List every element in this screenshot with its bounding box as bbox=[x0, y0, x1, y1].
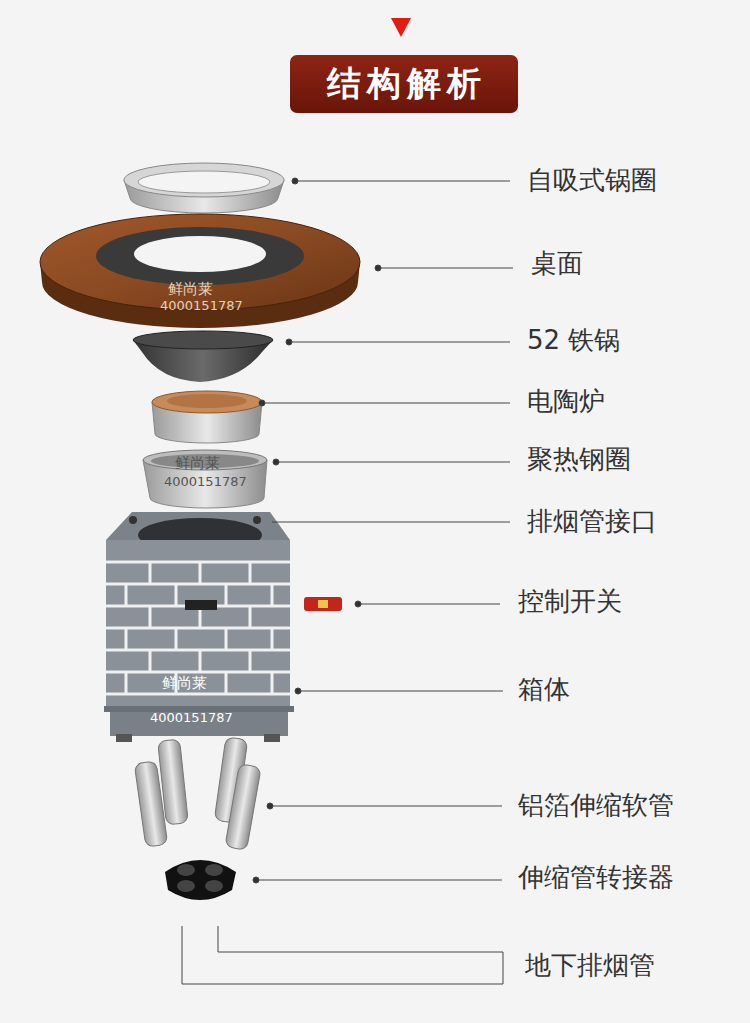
cabinet-box bbox=[104, 512, 294, 742]
watermark: 鲜尚莱 bbox=[168, 280, 213, 298]
table-top bbox=[40, 214, 360, 328]
watermark: 鲜尚莱 bbox=[175, 454, 220, 472]
part-label: 箱体 bbox=[518, 674, 570, 705]
control-switch bbox=[304, 597, 342, 611]
watermark: 4000151787 bbox=[164, 474, 247, 490]
title-text: 结构解析 bbox=[327, 63, 487, 104]
hose-adapter bbox=[165, 860, 236, 900]
watermark: 鲜尚莱 bbox=[162, 674, 207, 692]
pot-ring bbox=[124, 163, 284, 213]
part-label: 伸缩管转接器 bbox=[518, 862, 674, 893]
pointer-triangle bbox=[391, 18, 411, 37]
watermark: 4000151787 bbox=[150, 710, 233, 726]
watermark: 4000151787 bbox=[160, 298, 243, 314]
part-label: 控制开关 bbox=[518, 586, 622, 617]
part-label: 52 铁锅 bbox=[527, 325, 620, 356]
ceramic-cooker bbox=[152, 391, 262, 443]
title-banner bbox=[290, 55, 518, 113]
part-label: 桌面 bbox=[531, 248, 583, 279]
part-label: 电陶炉 bbox=[527, 386, 605, 417]
heat-ring bbox=[143, 450, 267, 508]
part-label: 排烟管接口 bbox=[527, 506, 657, 537]
part-label: 自吸式锅圈 bbox=[527, 165, 657, 196]
part-label: 聚热钢圈 bbox=[527, 444, 631, 475]
part-label: 地下排烟管 bbox=[525, 950, 655, 981]
foil-hoses bbox=[134, 737, 261, 850]
part-label: 铝箔伸缩软管 bbox=[518, 790, 674, 821]
iron-wok bbox=[133, 331, 273, 382]
